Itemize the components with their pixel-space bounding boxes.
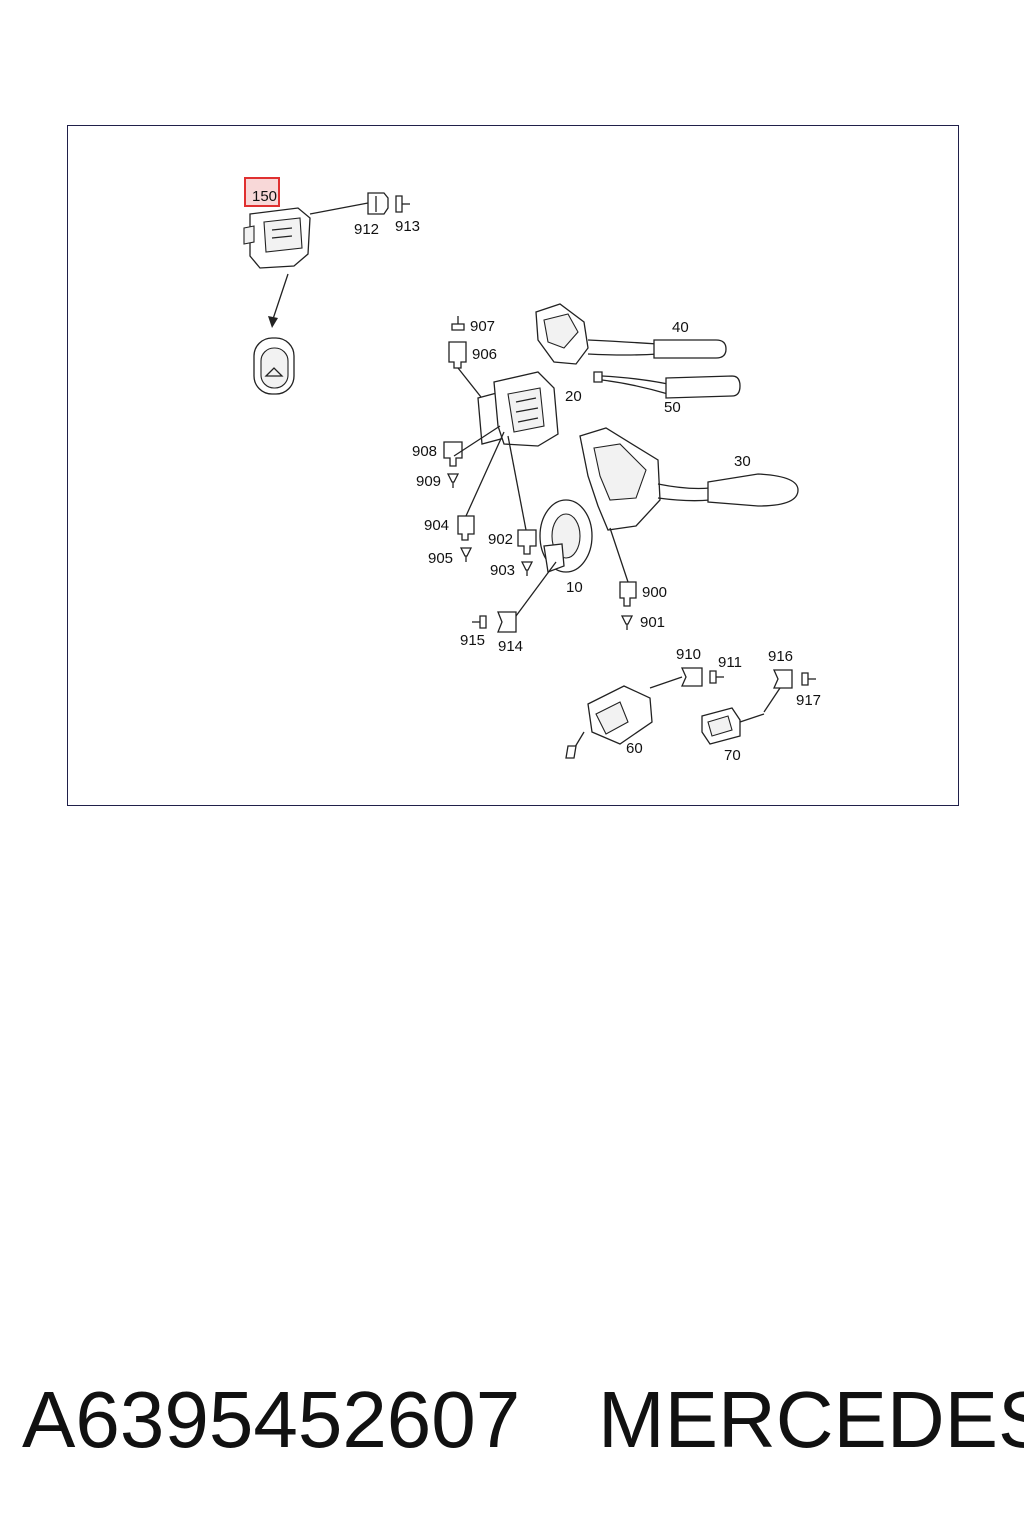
part-50-lever[interactable] — [593, 371, 741, 399]
label-914: 914 — [498, 638, 523, 655]
connector-902 — [517, 529, 537, 555]
label-905: 905 — [428, 550, 453, 567]
label-20: 20 — [565, 388, 582, 405]
connector-912 — [367, 192, 389, 215]
label-10: 10 — [566, 579, 583, 596]
connector-908 — [443, 441, 463, 467]
label-917: 917 — [796, 692, 821, 709]
connector-905 — [459, 547, 473, 562]
part-70-sensor[interactable] — [701, 707, 765, 745]
connector-913 — [395, 195, 410, 213]
label-50: 50 — [664, 399, 681, 416]
part-150-switch[interactable]: 150 — [243, 177, 369, 328]
label-70: 70 — [724, 747, 741, 764]
connector-914 — [497, 611, 517, 633]
brand-name: MERCEDES — [598, 1375, 1024, 1464]
connector-910 — [680, 667, 703, 687]
part-40-lever[interactable] — [535, 303, 727, 365]
part-60-stop-lamp-switch[interactable] — [565, 685, 653, 759]
label-912: 912 — [354, 221, 379, 238]
parts-diagram: 150 912 913 907 906 40 — [67, 125, 959, 806]
part-20-switch-module[interactable] — [477, 371, 559, 447]
label-907: 907 — [470, 318, 495, 335]
connector-911 — [709, 670, 724, 684]
label-60: 60 — [626, 740, 643, 757]
label-150: 150 — [252, 188, 277, 205]
part-10-ring[interactable] — [539, 499, 593, 573]
label-915: 915 — [460, 632, 485, 649]
connector-903 — [520, 561, 534, 576]
label-909: 909 — [416, 473, 441, 490]
label-916: 916 — [768, 648, 793, 665]
connector-917 — [801, 672, 816, 686]
label-913: 913 — [395, 218, 420, 235]
label-901: 901 — [640, 614, 665, 631]
part-30-lever[interactable] — [579, 427, 799, 531]
connector-915 — [472, 615, 487, 629]
label-900: 900 — [642, 584, 667, 601]
label-910: 910 — [676, 646, 701, 663]
connector-916 — [772, 669, 793, 689]
part-150-button-cap — [253, 337, 295, 395]
label-904: 904 — [424, 517, 449, 534]
connector-900 — [619, 581, 637, 607]
connector-907 — [451, 316, 465, 331]
label-908: 908 — [412, 443, 437, 460]
label-30: 30 — [734, 453, 751, 470]
label-40: 40 — [672, 319, 689, 336]
label-906: 906 — [472, 346, 497, 363]
part-number: A6395452607 — [22, 1375, 521, 1464]
label-911: 911 — [718, 654, 742, 671]
label-902: 902 — [488, 531, 513, 548]
label-903: 903 — [490, 562, 515, 579]
connector-904 — [457, 515, 475, 541]
connector-906 — [448, 341, 467, 369]
connector-909 — [446, 473, 460, 488]
connector-901 — [620, 615, 634, 630]
